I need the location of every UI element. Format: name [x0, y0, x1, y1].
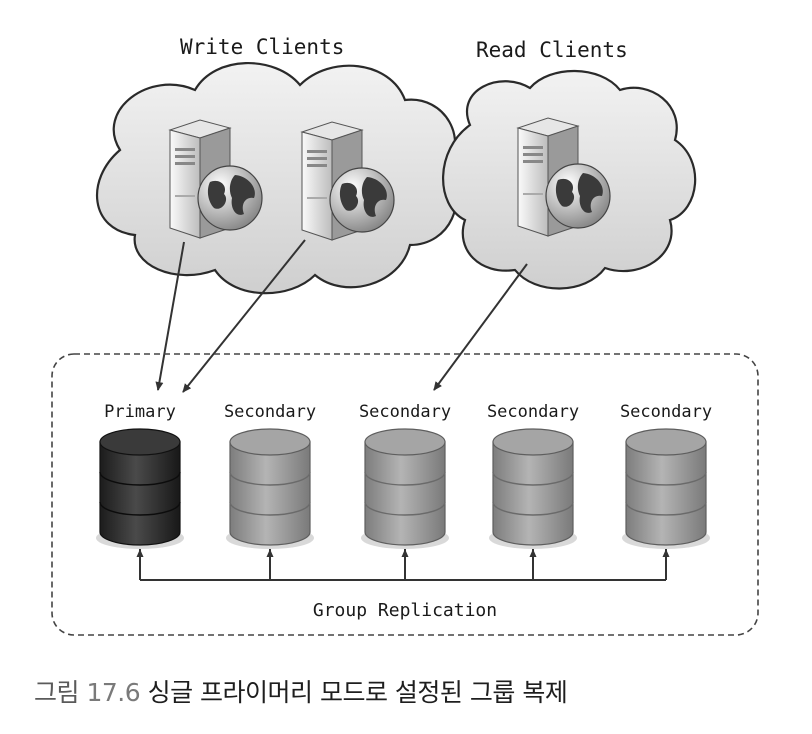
- node-label-secondary-1: Secondary: [223, 402, 317, 422]
- caption-figure-number: 17.6: [86, 678, 141, 707]
- write-clients-title: Write Clients: [180, 35, 345, 59]
- secondary-db-icon-2: [361, 428, 449, 549]
- write-client-2-arrow: [182, 239, 306, 393]
- primary-db-icon: [96, 428, 184, 549]
- read-server-icon: [516, 117, 611, 237]
- caption-figure-word: 그림: [34, 678, 80, 707]
- caption-text: 싱글 프라이머리 모드로 설정된 그룹 복제: [147, 678, 568, 707]
- read-client-arrow: [433, 263, 528, 391]
- database-nodes: [96, 428, 710, 549]
- write-clients-cloud: [95, 62, 458, 295]
- write-server-1-icon: [168, 119, 263, 239]
- node-label-secondary-2: Secondary: [358, 402, 452, 422]
- group-replication-label: Group Replication: [312, 600, 498, 621]
- write-client-1-arrow: [155, 241, 185, 391]
- figure-caption: 그림 17.6 싱글 프라이머리 모드로 설정된 그룹 복제: [34, 673, 568, 709]
- replication-bus: [136, 549, 670, 581]
- node-label-secondary-4: Secondary: [619, 402, 713, 422]
- node-label-primary: Primary: [104, 402, 176, 422]
- node-label-secondary-3: Secondary: [486, 402, 580, 422]
- read-clients-title: Read Clients: [476, 38, 628, 62]
- group-replication-boundary: [51, 353, 759, 636]
- secondary-db-icon-4: [622, 428, 710, 549]
- write-server-2-icon: [300, 121, 395, 241]
- secondary-db-icon-3: [489, 428, 577, 549]
- secondary-db-icon-1: [226, 428, 314, 549]
